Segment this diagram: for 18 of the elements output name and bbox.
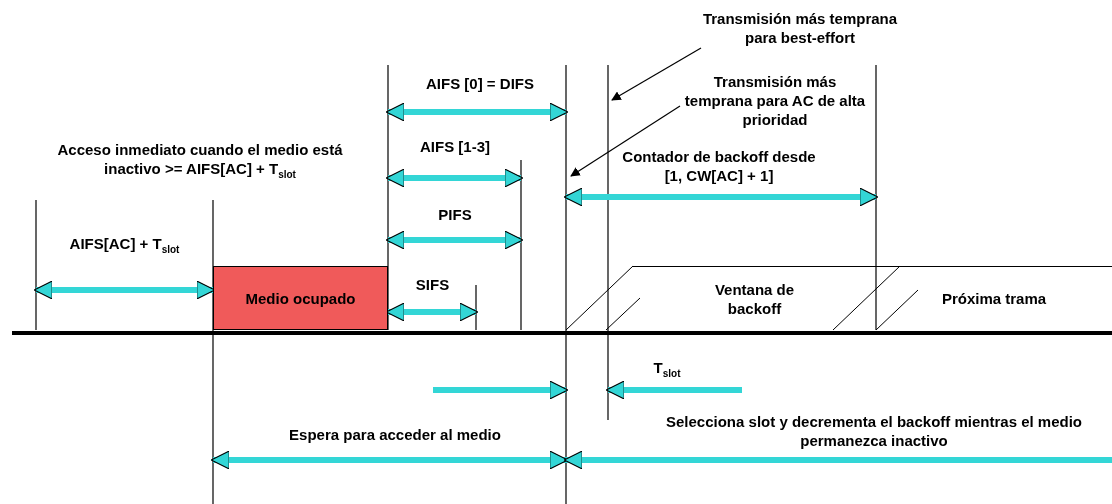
note-text: Acceso inmediato cuando el medio está inactivo >= AIFS[AC] + T$_{slot}$ <box>56 140 344 182</box>
note-text: Selecciona slot y decrementa el backoff mientras el medio permanezca inactivo <box>665 412 1083 450</box>
box-label: Medio ocupado <box>245 288 356 308</box>
dimension-label: Espera para acceder al medio <box>288 425 502 444</box>
dimension-label: T$_{slot}$ <box>652 358 682 381</box>
box-label: Próxima trama <box>940 289 1048 308</box>
leader-arrow <box>611 47 702 101</box>
callout-text: Transmisión más temprana para best-effort <box>690 8 910 48</box>
dimension-label: AIFS[AC] + T$_{slot}$ <box>68 234 181 257</box>
dimension-label: PIFS <box>437 205 473 224</box>
dimension-label: Contador de backoff desde [1, CW[AC] + 1] <box>621 147 817 185</box>
leader-arrow <box>570 105 681 177</box>
dimension-label: AIFS [0] = DIFS <box>425 74 535 93</box>
callout-text: Transmisión más temprana para AC de alta prioridad <box>680 70 870 130</box>
busy-medium-box <box>213 266 388 330</box>
dimension-label: AIFS [1-3] <box>419 137 491 156</box>
box-label: Ventana de backoff <box>713 279 796 318</box>
dimension-label: SIFS <box>414 275 451 294</box>
